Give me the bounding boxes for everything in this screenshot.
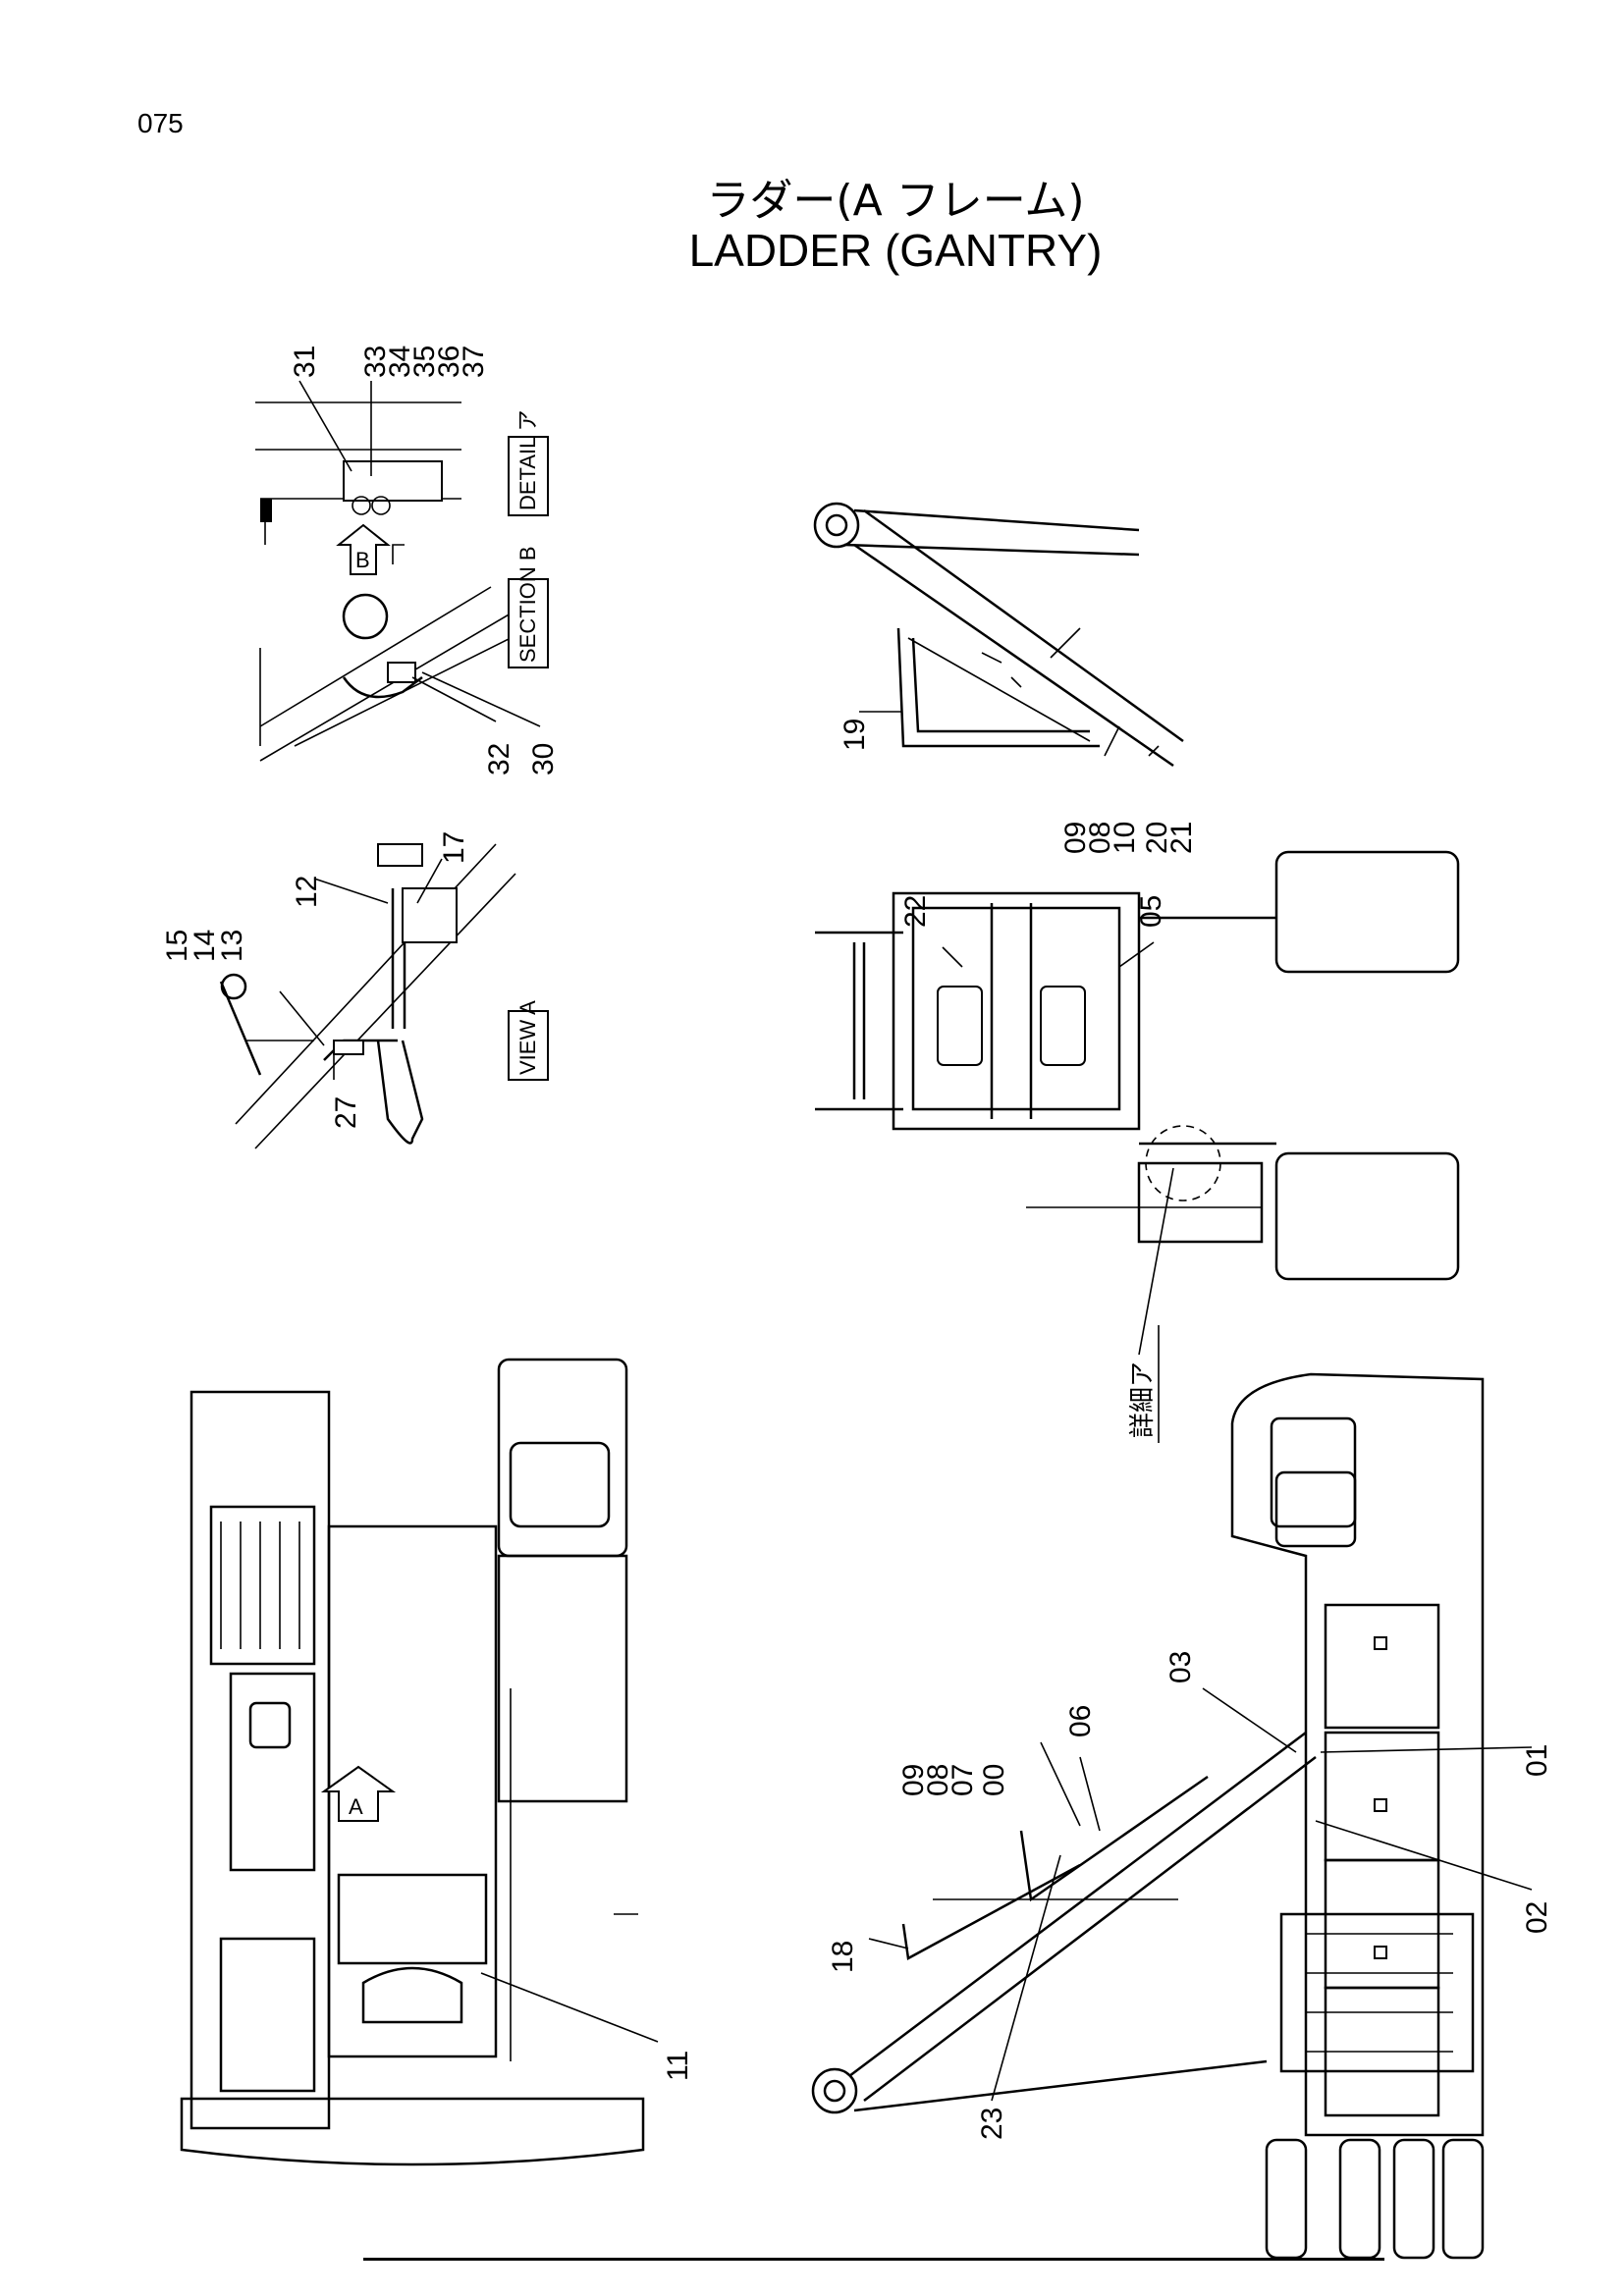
svg-text:B: B bbox=[355, 548, 370, 572]
label-15: 15 bbox=[161, 930, 193, 962]
svg-text:A: A bbox=[349, 1794, 363, 1819]
label-23: 23 bbox=[976, 2108, 1008, 2140]
label-20: 20 bbox=[1141, 822, 1173, 854]
label-05: 05 bbox=[1135, 895, 1167, 928]
label-03: 03 bbox=[1164, 1651, 1197, 1683]
label-00: 00 bbox=[978, 1764, 1010, 1796]
label-09-top: 09 bbox=[1059, 822, 1092, 854]
title-english: LADDER (GANTRY) bbox=[688, 225, 1103, 276]
label-14: 14 bbox=[189, 930, 221, 962]
label-19: 19 bbox=[839, 719, 871, 751]
label-06: 06 bbox=[1064, 1705, 1097, 1737]
label-08-bottom: 08 bbox=[922, 1764, 954, 1796]
label-37: 37 bbox=[458, 346, 490, 378]
label-11: 11 bbox=[662, 2051, 694, 2081]
label-09-bottom: 09 bbox=[897, 1764, 930, 1796]
label-12: 12 bbox=[291, 876, 323, 908]
label-35: 35 bbox=[408, 346, 441, 378]
machine-plan-view: A bbox=[180, 1358, 659, 2166]
label-13: 13 bbox=[216, 930, 248, 962]
page-number: 075 bbox=[137, 108, 184, 138]
label-07: 07 bbox=[947, 1764, 979, 1796]
label-18: 18 bbox=[827, 1941, 859, 1973]
gantry-side-view bbox=[813, 502, 1184, 768]
svg-text:SECTION B: SECTION B bbox=[515, 546, 540, 663]
label-30: 30 bbox=[527, 743, 560, 775]
detail-section-group: B DETAIL ア SECTION B bbox=[255, 380, 549, 762]
detail-callout-label: 詳細ア bbox=[1128, 1362, 1158, 1438]
label-17: 17 bbox=[438, 831, 470, 864]
label-32: 32 bbox=[483, 743, 515, 775]
label-01: 01 bbox=[1521, 1744, 1553, 1777]
title-japanese: ラダー(A フレーム) bbox=[706, 176, 1085, 226]
label-27: 27 bbox=[330, 1096, 362, 1129]
label-36: 36 bbox=[433, 346, 465, 378]
label-10: 10 bbox=[1109, 822, 1141, 854]
footer-rule bbox=[363, 2258, 1384, 2261]
label-08-top: 08 bbox=[1084, 822, 1116, 854]
label-33: 33 bbox=[359, 346, 392, 378]
label-22: 22 bbox=[899, 895, 932, 928]
svg-text:VIEW A: VIEW A bbox=[515, 1000, 540, 1075]
label-02: 02 bbox=[1521, 1901, 1553, 1934]
label-31: 31 bbox=[289, 346, 321, 378]
label-21: 21 bbox=[1165, 822, 1198, 854]
label-34: 34 bbox=[384, 346, 416, 378]
view-a-group: VIEW A bbox=[219, 843, 549, 1149]
svg-text:DETAIL ア: DETAIL ア bbox=[515, 409, 540, 510]
machine-side-view bbox=[811, 1372, 1533, 2260]
gantry-rear-view bbox=[815, 850, 1460, 1356]
